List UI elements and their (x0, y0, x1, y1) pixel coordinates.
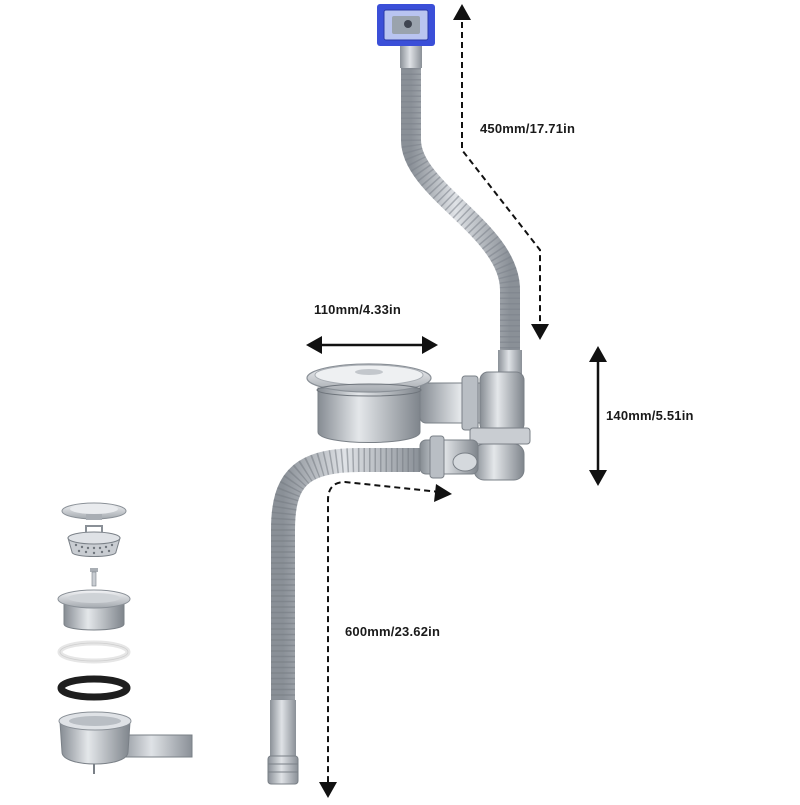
part-strainer-basket (67, 525, 121, 557)
arrow-600 (327, 480, 441, 786)
drain-hose (267, 448, 420, 785)
trap-assembly (419, 371, 531, 481)
dimension-arrows (306, 4, 607, 798)
label-450mm: 450mm/17.71in (480, 121, 576, 136)
label-110mm: 110mm/4.33in (314, 302, 401, 317)
overflow-hose (400, 46, 522, 384)
strainer-bowl (306, 363, 432, 443)
label-600mm: 600mm/23.62in (345, 624, 441, 639)
exploded-parts (57, 502, 193, 774)
part-drain-bowl (58, 711, 193, 774)
part-strainer-body (57, 589, 131, 631)
part-screw (90, 568, 98, 587)
part-strainer-cap (61, 502, 127, 520)
arrow-450 (461, 12, 541, 332)
label-140mm: 140mm/5.51in (606, 408, 694, 423)
overflow-plate (377, 4, 435, 46)
part-black-gasket (57, 675, 131, 701)
